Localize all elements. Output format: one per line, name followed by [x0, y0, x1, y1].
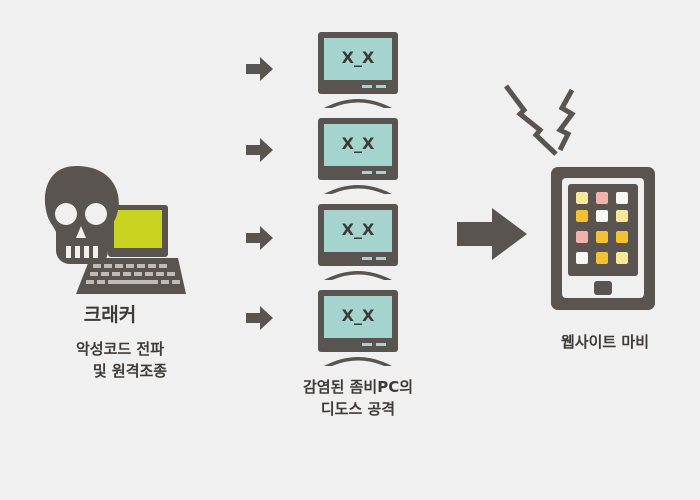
big-arrow-icon	[457, 208, 527, 260]
zombie-screen-text-1: X_X	[341, 48, 375, 67]
skull-icon	[44, 166, 119, 264]
app-icons	[576, 192, 628, 264]
target-label: 웹사이트 마비	[560, 333, 650, 351]
lightning-icon	[504, 84, 576, 156]
zombie-screen-text-4: X_X	[341, 306, 375, 325]
arrow-icon	[246, 306, 273, 330]
zombie-screen-text-3: X_X	[341, 220, 375, 239]
zombie-label-line1: 감염된 좀비PC의	[302, 378, 414, 396]
zombie-label-line2: 디도스 공격	[320, 400, 396, 418]
hacker-title: 크래커	[83, 304, 137, 326]
arrow-icon	[246, 57, 273, 81]
hacker-desc-line2: 및 원격조종	[92, 362, 168, 380]
hacker-desc-line1: 악성코드 전파	[75, 340, 165, 358]
arrow-icon	[246, 138, 273, 162]
laptop-icon	[76, 205, 186, 294]
zombie-screen-text-2: X_X	[341, 134, 375, 153]
arrow-icon	[246, 226, 273, 250]
